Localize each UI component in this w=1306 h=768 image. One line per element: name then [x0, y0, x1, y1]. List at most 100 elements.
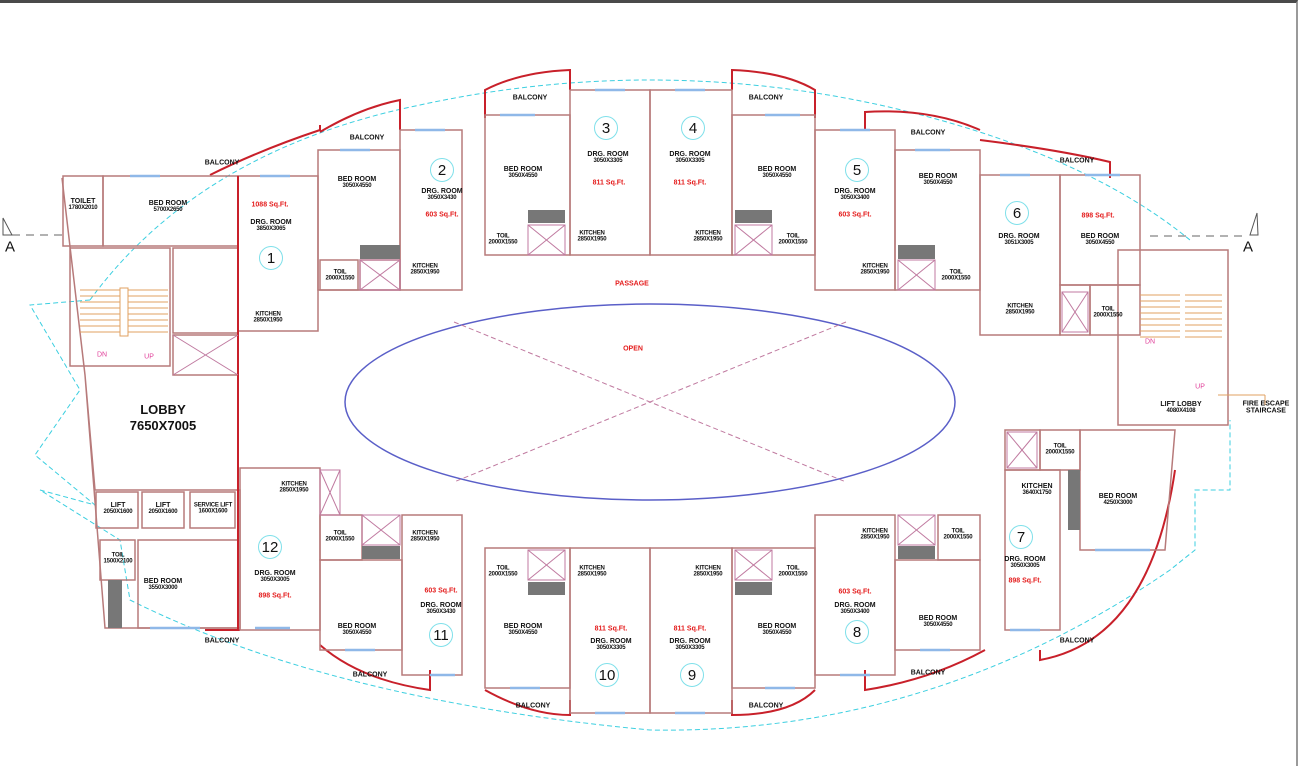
- fire-escape-label: FIRE ESCAPE STAIRCASE: [1242, 400, 1290, 415]
- balcony-label: BALCONY: [515, 702, 551, 710]
- section-marker-right: A: [1242, 238, 1254, 256]
- balcony-label: BALCONY: [204, 159, 240, 167]
- shaft-left: [108, 580, 122, 628]
- unit-area-9: 811 Sq.Ft.: [673, 625, 707, 633]
- unit-number-7[interactable]: 7: [1009, 525, 1033, 549]
- unit-area-7: 898 Sq.Ft.: [1008, 577, 1042, 585]
- walls: [205, 68, 1176, 717]
- lobby-name: LOBBY: [140, 401, 186, 417]
- balcony-label: BALCONY: [1059, 637, 1095, 645]
- balcony-label: BALCONY: [204, 637, 240, 645]
- unit-number-12[interactable]: 12: [258, 535, 282, 559]
- balcony-label: BALCONY: [1059, 157, 1095, 165]
- unit-area-1: 1088 Sq.Ft.: [251, 201, 289, 209]
- unit-number-5[interactable]: 5: [845, 158, 869, 182]
- unit-number-6[interactable]: 6: [1005, 201, 1029, 225]
- unit-number-8[interactable]: 8: [845, 620, 869, 644]
- unit-area-12: 898 Sq.Ft.: [258, 592, 292, 600]
- balcony-label: BALCONY: [910, 129, 946, 137]
- unit-area-8: 603 Sq.Ft.: [838, 588, 872, 596]
- balcony-label: BALCONY: [349, 134, 385, 142]
- unit-number-1[interactable]: 1: [259, 246, 283, 270]
- unit-number-4[interactable]: 4: [681, 116, 705, 140]
- lobby-label: LOBBY 7650X7005: [130, 402, 197, 435]
- stair-left: [80, 287, 168, 337]
- bottom-wetcores: [319, 431, 1038, 581]
- balcony-label: BALCONY: [748, 702, 784, 710]
- unit-area-5: 603 Sq.Ft.: [838, 211, 872, 219]
- balcony-label: BALCONY: [748, 94, 784, 102]
- balcony-label: BALCONY: [352, 671, 388, 679]
- unit-number-10[interactable]: 10: [595, 663, 619, 687]
- section-line-a: [12, 234, 1245, 237]
- unit-area-6: 898 Sq.Ft.: [1081, 212, 1115, 220]
- open-atrium: [344, 303, 956, 501]
- lift-lobby-label: LIFT LOBBY 4080X4108: [1160, 401, 1202, 415]
- stair-right: [1140, 294, 1266, 405]
- unit-number-9[interactable]: 9: [680, 663, 704, 687]
- unit-number-3[interactable]: 3: [594, 116, 618, 140]
- balcony-label: BALCONY: [910, 669, 946, 677]
- unit-area-4: 811 Sq.Ft.: [673, 179, 707, 187]
- stair-dn-left: DN: [96, 351, 108, 359]
- unit-number-2[interactable]: 2: [430, 158, 454, 182]
- stair-dn-right: DN: [1144, 338, 1156, 346]
- passage-label: PASSAGE: [615, 280, 649, 288]
- open-label: OPEN: [623, 345, 643, 353]
- stair-up-left: UP: [144, 353, 154, 361]
- top-wetcores: [359, 224, 1089, 333]
- unit-number-11[interactable]: 11: [429, 623, 453, 647]
- unit-area-10: 811 Sq.Ft.: [594, 625, 628, 633]
- lobby-dim: 7650X7005: [129, 418, 197, 433]
- section-marker-left: A: [4, 238, 16, 256]
- unit-area-3: 811 Sq.Ft.: [592, 179, 626, 187]
- windows: [130, 88, 1150, 715]
- balcony-label: BALCONY: [512, 94, 548, 102]
